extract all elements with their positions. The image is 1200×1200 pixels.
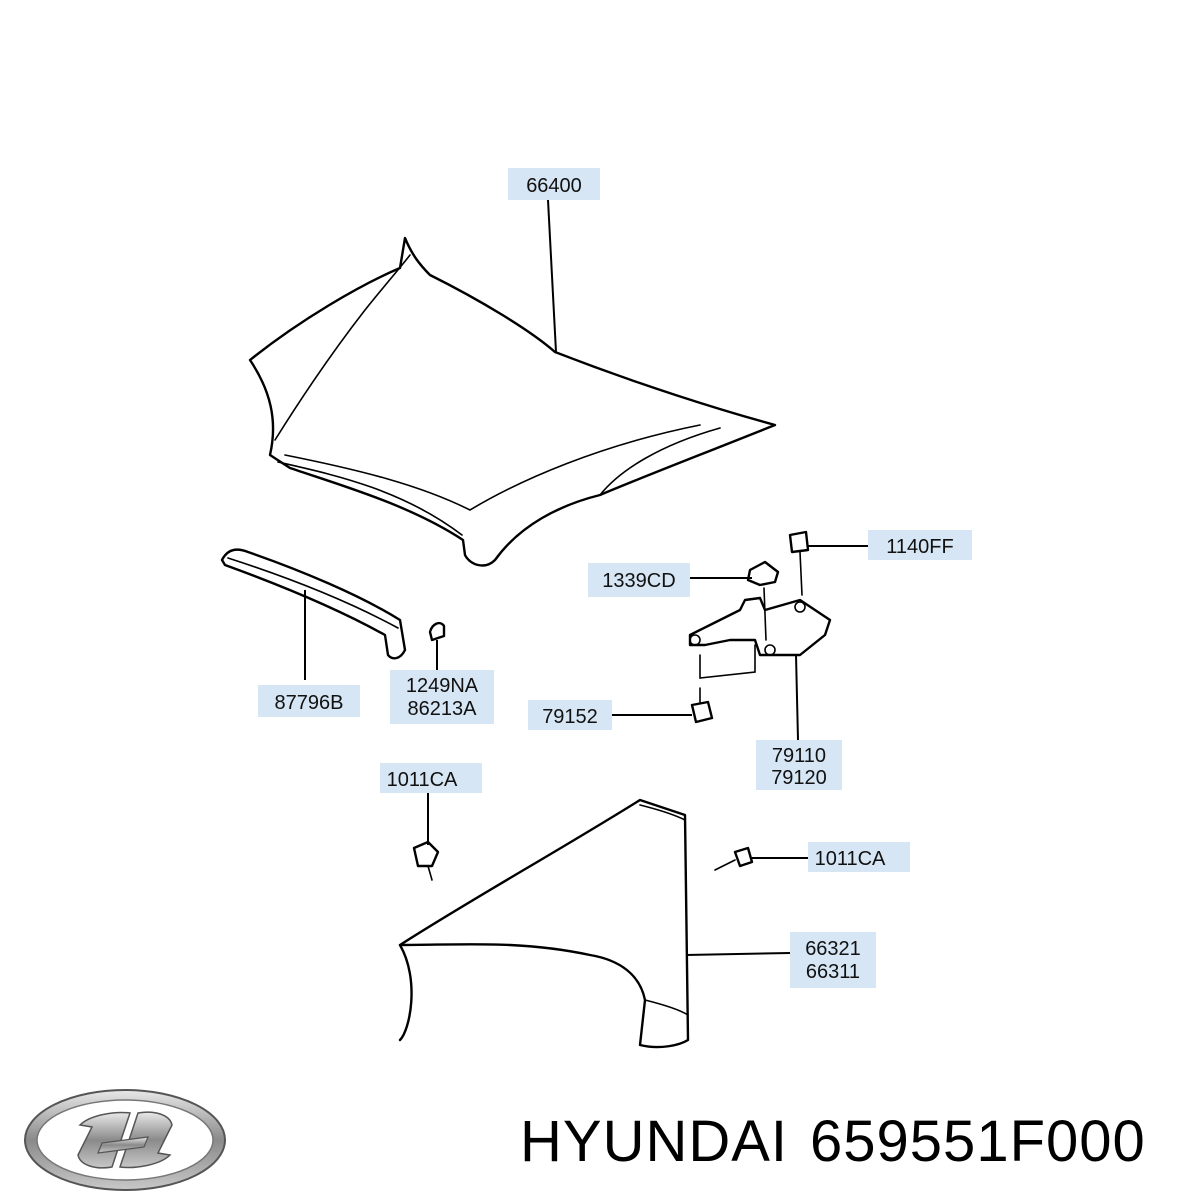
label-hinge-2: 79120 <box>771 767 827 789</box>
label-fender-bolt-top: 1011CA <box>387 769 458 791</box>
hyundai-logo-icon <box>24 1089 226 1191</box>
label-hood-bolt: 1140FF <box>886 536 953 558</box>
brand-name: HYUNDAI <box>520 1109 789 1174</box>
label-weatherstrip: 87796B <box>275 692 344 714</box>
label-fender-2: 66311 <box>806 961 860 983</box>
callout-hinge-bolt: 79152 <box>528 700 612 730</box>
callout-fender-bolt-top: 1011CA <box>380 763 482 793</box>
callout-hinge: 79110 79120 <box>756 740 842 790</box>
label-clip-1: 1249NA <box>406 675 479 697</box>
weatherstrip-part <box>220 548 407 660</box>
label-hinge-bolt: 79152 <box>542 706 598 728</box>
part-number: 659551F000 <box>810 1109 1146 1174</box>
fender-part <box>398 798 754 1049</box>
label-fender-1: 66321 <box>805 938 861 960</box>
label-clip-2: 86213A <box>408 698 478 720</box>
callout-fender-bolt-side: 1011CA <box>808 842 910 872</box>
callout-fender: 66321 66311 <box>790 932 876 988</box>
callout-hood: 66400 <box>508 168 600 200</box>
brand-caption: HYUNDAI 659551F000 <box>520 1108 1146 1175</box>
callout-hood-bolt: 1140FF <box>868 530 972 560</box>
label-hinge-nut: 1339CD <box>602 570 675 592</box>
hood-part <box>248 236 777 567</box>
callout-clip: 1249NA 86213A <box>390 670 494 724</box>
label-hinge-1: 79110 <box>772 745 826 767</box>
callout-weatherstrip: 87796B <box>258 685 360 717</box>
hinge-part <box>688 530 832 724</box>
label-hood: 66400 <box>526 175 582 197</box>
label-fender-bolt-side: 1011CA <box>815 848 886 870</box>
clip-part <box>428 621 446 670</box>
callout-hinge-nut: 1339CD <box>588 563 690 597</box>
